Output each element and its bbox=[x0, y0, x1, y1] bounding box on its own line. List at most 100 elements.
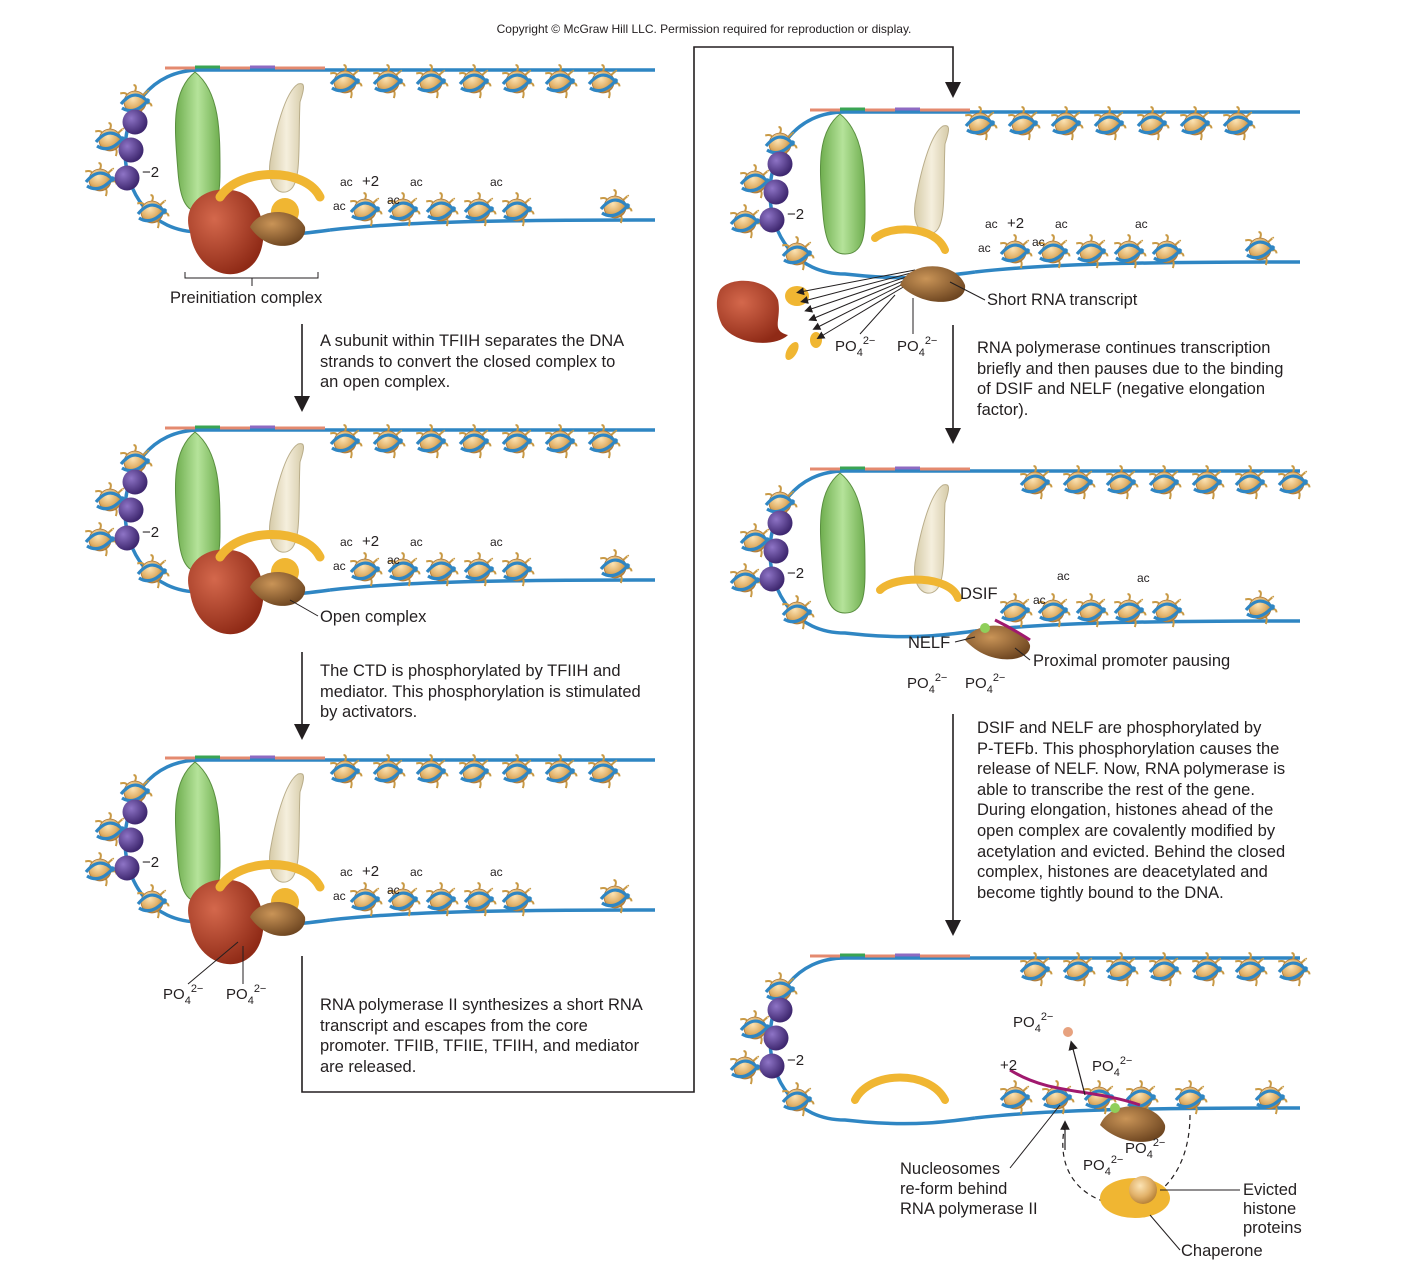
mediator-cream bbox=[269, 83, 304, 193]
nucleosome bbox=[999, 234, 1033, 269]
minus-two-marker: −2 bbox=[142, 164, 159, 181]
nucleosome bbox=[329, 64, 363, 99]
panel-pausing: −2 bbox=[729, 465, 1311, 639]
release-arrow bbox=[1068, 1040, 1086, 1096]
nucleosome bbox=[458, 424, 492, 459]
phosphate-label: PO42− bbox=[1013, 1011, 1053, 1035]
proximal-promoter-pausing-label: Proximal promoter pausing bbox=[1033, 652, 1230, 670]
release-arrow bbox=[800, 271, 916, 304]
step-line: of DSIF and NELF (negative elongation bbox=[977, 380, 1266, 399]
nucleosome bbox=[1083, 1080, 1117, 1115]
activator-bead bbox=[118, 827, 144, 853]
rna-polymerase-ii bbox=[900, 266, 966, 302]
gold-factor bbox=[851, 1073, 949, 1104]
nucleosome bbox=[387, 882, 421, 917]
acetyl-mark: ac bbox=[1055, 217, 1068, 231]
nucleosome bbox=[463, 882, 497, 917]
nucleosome bbox=[84, 162, 118, 197]
dna-strand bbox=[974, 619, 1301, 633]
nucleosome bbox=[501, 192, 535, 227]
acetyl-mark: ac bbox=[340, 175, 353, 189]
rna-polymerase-ii bbox=[250, 572, 306, 606]
step-line: able to transcribe the rest of the gene. bbox=[977, 780, 1255, 799]
plus-two-marker: +2 bbox=[1007, 215, 1024, 232]
nucleosome bbox=[1075, 593, 1109, 628]
step-line: factor). bbox=[977, 400, 1029, 419]
nucleosome bbox=[136, 194, 170, 229]
dna-strand bbox=[329, 908, 656, 922]
nucleosome bbox=[599, 549, 633, 584]
nucleosome bbox=[119, 774, 153, 809]
acetyl-mark: ac bbox=[333, 559, 346, 573]
phosphate-label: PO42− bbox=[897, 335, 937, 359]
acetyl-mark: ac bbox=[1033, 593, 1046, 607]
nucleosome bbox=[136, 884, 170, 919]
nucleosome bbox=[349, 882, 383, 917]
acetyl-mark: ac bbox=[1032, 235, 1045, 249]
nucleosome bbox=[1244, 231, 1278, 266]
nucleosome bbox=[1105, 952, 1139, 987]
acetyl-mark: ac bbox=[1057, 569, 1070, 583]
acetyl-mark: ac bbox=[387, 553, 400, 567]
acetyl-mark: ac bbox=[490, 865, 503, 879]
phosphate-label: PO42− bbox=[163, 983, 203, 1007]
activator-bead bbox=[759, 207, 785, 233]
mediator-cream bbox=[269, 773, 304, 883]
nucleosome bbox=[1007, 106, 1041, 141]
nucleosome bbox=[1254, 1080, 1288, 1115]
activator-bead bbox=[759, 566, 785, 592]
nucleosome bbox=[425, 882, 459, 917]
nucleosome bbox=[329, 424, 363, 459]
activator-bead bbox=[767, 997, 793, 1023]
minus-two-marker: −2 bbox=[142, 524, 159, 541]
step-line: open complex are covalently modified by bbox=[977, 821, 1276, 840]
activator-bead bbox=[122, 799, 148, 825]
copyright-notice: Copyright © McGraw Hill LLC. Permission … bbox=[496, 22, 912, 36]
rna-polymerase-ii bbox=[250, 902, 306, 936]
nucleosome bbox=[1244, 590, 1278, 625]
nucleosome bbox=[136, 554, 170, 589]
step-line: mediator. This phosphorylation is stimul… bbox=[320, 682, 641, 701]
nucleosome bbox=[764, 485, 798, 520]
nucleosome bbox=[729, 204, 763, 239]
nucleosome bbox=[587, 64, 621, 99]
step-description: RNA polymerase II synthesizes a short RN… bbox=[320, 995, 643, 1077]
acetyl-mark: ac bbox=[387, 193, 400, 207]
activator-bead bbox=[763, 1025, 789, 1051]
preinitiation-complex-label: Preinitiation complex bbox=[170, 289, 323, 307]
minus-two-marker: −2 bbox=[142, 854, 159, 871]
minus-two-marker: −2 bbox=[787, 1052, 804, 1069]
acetyl-mark: ac bbox=[410, 865, 423, 879]
gold-factor bbox=[215, 170, 325, 202]
nucleosome bbox=[463, 192, 497, 227]
acetyl-mark: ac bbox=[410, 535, 423, 549]
activator-bead bbox=[122, 109, 148, 135]
acetyl-mark: ac bbox=[410, 175, 423, 189]
release-arrow bbox=[808, 275, 916, 322]
activator-bead bbox=[767, 510, 793, 536]
acetyl-mark: ac bbox=[978, 241, 991, 255]
released-factors bbox=[716, 269, 916, 361]
nucleosome bbox=[329, 754, 363, 789]
tfiid-red bbox=[188, 189, 264, 275]
nucleosome bbox=[372, 64, 406, 99]
release-arrow bbox=[796, 269, 916, 296]
nucleosome bbox=[1037, 234, 1071, 269]
nucleosome bbox=[501, 424, 535, 459]
step-line: transcript and escapes from the core bbox=[320, 1016, 588, 1035]
mediator-green bbox=[819, 472, 866, 614]
nucleosome bbox=[1041, 1080, 1075, 1115]
rna-transcript bbox=[1009, 1068, 1141, 1107]
gold-factor bbox=[215, 860, 325, 892]
activator-bead bbox=[118, 497, 144, 523]
mediator-green bbox=[819, 113, 866, 255]
evicted-histone-label: Evicted bbox=[1243, 1181, 1297, 1199]
nucleosome bbox=[1148, 465, 1182, 500]
release-arrow bbox=[816, 279, 916, 340]
